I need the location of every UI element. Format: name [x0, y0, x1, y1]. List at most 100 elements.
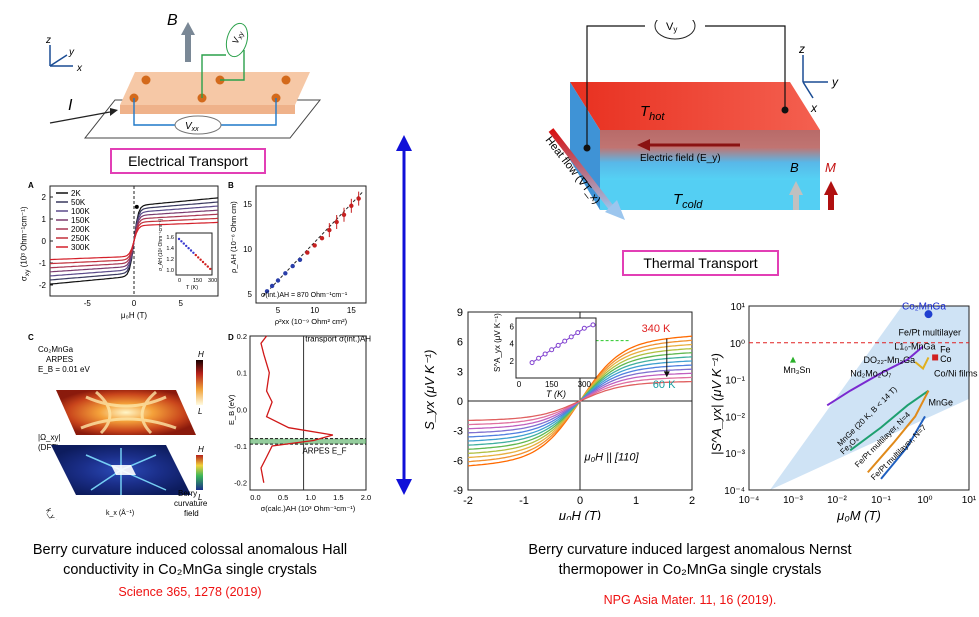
- b-arrow-icon: [789, 181, 803, 210]
- xtick-label: 10⁻²: [827, 495, 847, 506]
- current-label: I: [68, 97, 73, 114]
- xtick-label: 1.5: [333, 493, 343, 502]
- xtick-label: 0.0: [250, 493, 260, 502]
- ytick-label: -6: [453, 455, 463, 467]
- xtick-label: 0.5: [278, 493, 288, 502]
- xtick-label: 10: [310, 306, 319, 315]
- calc-curve: [260, 335, 334, 483]
- inset-xtick: 150: [193, 278, 202, 284]
- ytick-label: 1: [42, 215, 47, 224]
- svg-text:H: H: [198, 445, 204, 454]
- inset-ytick: 1.0: [166, 268, 174, 274]
- b-field-arrow: [181, 22, 195, 62]
- material-label: Co/Ni films: [934, 369, 978, 379]
- xtick-label: 15: [347, 306, 356, 315]
- vxy-label: Vxy: [230, 29, 246, 46]
- svg-text:|Ω_xy|: |Ω_xy|: [38, 433, 61, 442]
- material-line: [826, 345, 924, 407]
- inset-point: [177, 237, 181, 241]
- ytick-label: 15: [243, 200, 252, 209]
- svg-text:curvature: curvature: [174, 499, 208, 508]
- inset-xtick: 0: [517, 380, 522, 389]
- ytick-label: 0.2: [237, 332, 247, 341]
- inset-point: [581, 325, 587, 331]
- right-caption: Berry curvature induced largest anomalou…: [528, 542, 852, 578]
- inset-point: [187, 247, 190, 250]
- svg-text:Berry: Berry: [178, 489, 197, 498]
- inset-ylabel: σ_AH (10³ Ohm⁻¹cm⁻¹): [158, 218, 164, 271]
- marker-point: [134, 204, 139, 209]
- ytick-label: 10⁻³: [725, 449, 745, 460]
- inset-ytick: 1.2: [166, 257, 174, 263]
- legend-label: 2K: [71, 189, 81, 198]
- inset-xlabel: T (K): [546, 389, 566, 399]
- t-high-label: 340 K: [642, 323, 671, 335]
- ytick-label: -9: [453, 485, 463, 497]
- xlabel: σ(calc.)AH (10³ Ohm⁻¹cm⁻¹): [261, 504, 356, 513]
- inset-point: [555, 342, 561, 348]
- inset-point: [180, 240, 183, 243]
- ylabel: E_B (eV): [227, 394, 236, 425]
- xtick-label: 0: [132, 299, 137, 308]
- data-point: [275, 278, 281, 283]
- xtick-label: 5: [178, 299, 183, 308]
- legend-label: 200K: [71, 225, 90, 234]
- xtick-label: 0: [577, 495, 583, 507]
- ytick-label: 2: [42, 193, 47, 202]
- material-label: L1₀-MnGa: [894, 342, 935, 352]
- ytick-label: -1: [39, 259, 47, 268]
- double-arrow-icon: [396, 135, 412, 495]
- xtick-label: 1: [633, 495, 639, 507]
- t-low-label: 60 K: [653, 379, 676, 391]
- ylabel: |S^A_yx| (μV K⁻¹): [709, 353, 724, 455]
- left-caption: Berry curvature induced colossal anomalo…: [32, 542, 348, 578]
- inset-point: [590, 322, 596, 328]
- electrical-transport-label: Electrical Transport: [110, 148, 266, 174]
- tcold-label: Tcold: [673, 191, 703, 211]
- axes-frame: [255, 185, 367, 304]
- xlabel: μ₀M (T): [836, 508, 881, 523]
- ytick-label: 6: [457, 337, 463, 349]
- data-point: [264, 289, 270, 294]
- right-reference: NPG Asia Mater. 11, 16 (2019).: [603, 593, 777, 607]
- inset-xtick: 300: [208, 278, 217, 284]
- m-label: M: [825, 160, 836, 175]
- material-line: [880, 415, 926, 480]
- xlabel: ρ²xx (10⁻⁹ Ohm² cm²): [275, 317, 348, 326]
- thermal-transport-label: Thermal Transport: [622, 250, 779, 276]
- xlabel: μ₀H (T): [558, 508, 601, 520]
- legend-label: 50K: [71, 198, 86, 207]
- inset-point: [199, 258, 202, 261]
- inset-ytick: 1.6: [166, 235, 174, 241]
- field-dir-label: μ₀H || [110]: [583, 451, 639, 463]
- svg-text:field: field: [184, 509, 199, 518]
- inset-point: [568, 334, 574, 340]
- xtick-label: 2: [689, 495, 695, 507]
- nernst-curve: [468, 380, 692, 422]
- svg-text:(DFT): (DFT): [38, 443, 59, 452]
- inset-ytick: 2: [510, 357, 515, 366]
- axes-frame: [249, 335, 367, 491]
- inset-point: [189, 249, 193, 252]
- data-point: [305, 250, 310, 255]
- ytick-label: -0.2: [234, 479, 247, 488]
- inset-point: [536, 355, 542, 361]
- xtick-label: 10⁻³: [783, 495, 803, 506]
- b-label-right: B: [790, 160, 799, 175]
- material-line: [914, 356, 930, 371]
- xtick-label: 2.0: [361, 493, 371, 502]
- svg-text:L: L: [198, 407, 202, 416]
- axes-icon: [49, 45, 73, 67]
- axes-frame: [748, 305, 970, 491]
- inset-point: [185, 244, 188, 248]
- svg-text:H: H: [198, 350, 204, 359]
- svg-text:k_y (Å⁻¹): k_y (Å⁻¹): [44, 507, 66, 521]
- xtick-label: -5: [84, 299, 92, 308]
- inset-point: [549, 347, 555, 353]
- inset-point: [575, 330, 581, 336]
- data-point: [269, 283, 275, 289]
- material-label: Nd₂Mo₂O₇: [850, 369, 891, 379]
